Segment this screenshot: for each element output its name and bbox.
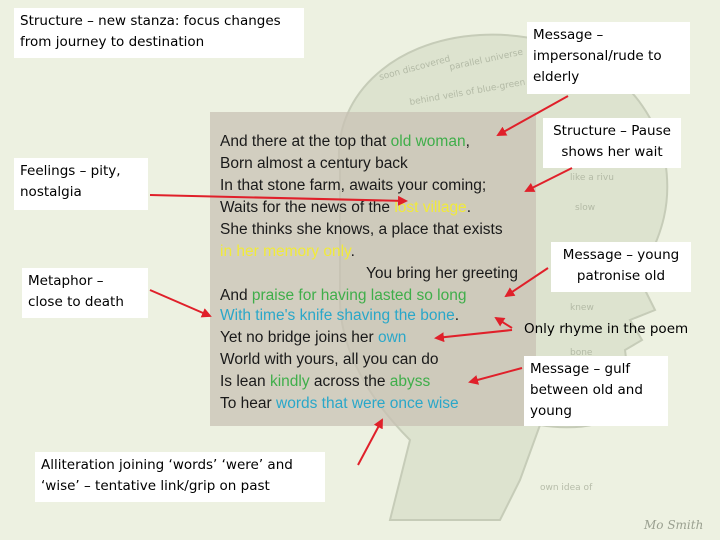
arrow-gulf-to-abyss	[468, 367, 523, 385]
note-message-gulf: Message – gulf between old and young	[524, 356, 668, 426]
arrow-alliteration-to-words	[357, 418, 383, 466]
highlight-kindly: kindly	[269, 373, 310, 390]
note-feelings: Feelings – pity, nostalgia	[14, 158, 148, 210]
arrow-message-to-old-woman	[496, 95, 569, 136]
arrow-young-to-praise	[504, 267, 549, 298]
poem-line-7: You bring her greeting	[366, 265, 518, 282]
arrow-pause-to-coming	[524, 167, 573, 192]
highlight-lost-village: lost village	[394, 199, 467, 216]
svg-text:bone: bone	[570, 348, 593, 358]
highlight-memory-only: in her memory only	[220, 243, 351, 260]
poem-line-4: Waits for the news of the lost village.	[220, 199, 471, 216]
note-structure-new-stanza: Structure – new stanza: focus changes fr…	[14, 8, 304, 58]
poem-line-5: She thinks she knows, a place that exist…	[220, 221, 503, 238]
svg-text:slow: slow	[575, 203, 595, 213]
note-metaphor: Metaphor – close to death	[22, 268, 148, 318]
note-alliteration: Alliteration joining ‘words’ ‘were’ and …	[35, 452, 325, 502]
poem-line-13: To hear words that were once wise	[220, 395, 459, 412]
highlight-praise: praise for having lasted so long	[251, 287, 467, 304]
highlight-times-knife: With time's knife shaving the bone	[220, 307, 455, 324]
svg-text:knew: knew	[570, 303, 594, 313]
arrow-metaphor-to-knife	[149, 289, 212, 318]
arrow-rhyme-to-own	[434, 329, 513, 343]
svg-text:own idea of: own idea of	[540, 483, 593, 493]
poem-line-6: in her memory only.	[220, 243, 355, 260]
artist-signature: Mo Smith	[644, 518, 704, 532]
poem-line-3: In that stone farm, awaits your coming;	[220, 177, 487, 194]
poem-line-12: Is lean kindly across the abyss	[220, 373, 431, 390]
arrow-feelings-to-lost-village	[149, 194, 408, 206]
arrow-rhyme-to-bone	[494, 316, 513, 329]
note-message-young: Message – young patronise old	[551, 242, 691, 292]
note-only-rhyme: Only rhyme in the poem	[524, 321, 689, 337]
svg-text:like a rivu: like a rivu	[570, 173, 614, 183]
highlight-own: own	[377, 329, 407, 346]
highlight-old-woman: old woman	[390, 133, 466, 150]
poem-line-10: Yet no bridge joins her own	[220, 329, 407, 346]
highlight-abyss: abyss	[389, 373, 431, 390]
poem-line-1: And there at the top that old woman,	[220, 133, 470, 150]
note-message-impersonal: Message – impersonal/rude to elderly	[527, 22, 690, 94]
poem-line-11: World with yours, all you can do	[220, 351, 439, 368]
poem-line-8: And praise for having lasted so long	[220, 287, 467, 304]
note-structure-pause: Structure – Pause shows her wait	[543, 118, 681, 168]
poem-line-9: With time's knife shaving the bone.	[220, 307, 460, 324]
poem-line-2: Born almost a century back	[220, 155, 408, 172]
poem-panel	[210, 112, 536, 426]
highlight-words-once-wise: words that were once wise	[276, 395, 459, 412]
